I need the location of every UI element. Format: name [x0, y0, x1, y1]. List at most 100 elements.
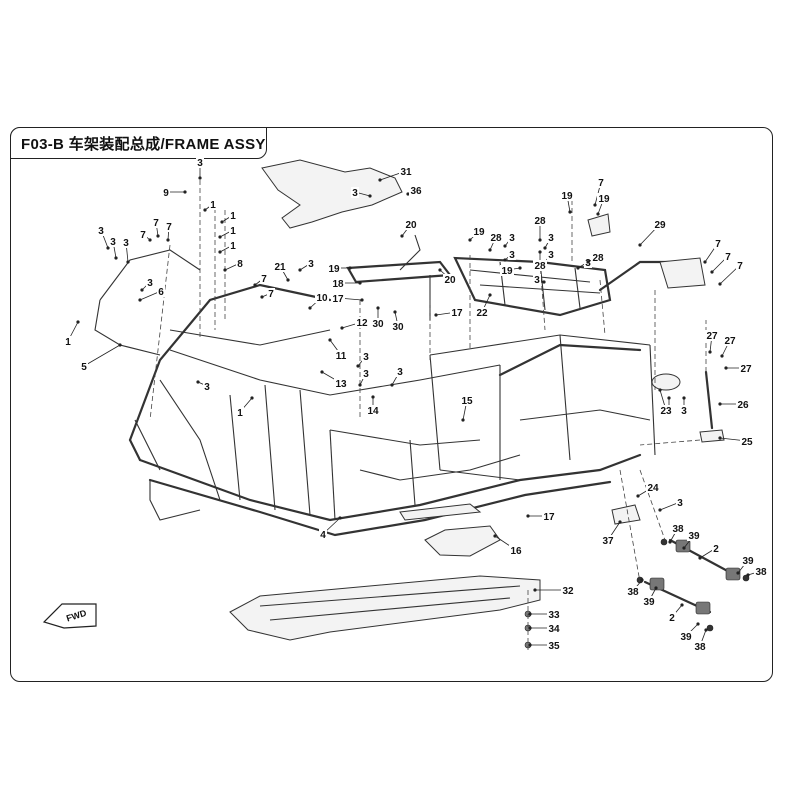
callout-target-dot — [682, 396, 686, 400]
callout-label: 3 — [509, 233, 515, 244]
callout-target-dot — [618, 520, 622, 524]
callout-label-bg — [533, 274, 541, 285]
callout-label-bg — [489, 232, 503, 243]
callout-target-dot — [640, 578, 644, 582]
callout-c3i: 3 — [390, 366, 404, 387]
callout-label: 3 — [197, 158, 203, 169]
callout-label-bg — [597, 177, 605, 188]
callout-label-bg — [327, 263, 341, 274]
callout-label-bg — [399, 166, 413, 177]
callout-target-dot — [528, 612, 532, 616]
callout-label: 7 — [153, 218, 159, 229]
callout-label-bg — [460, 395, 474, 406]
side-bracket — [611, 504, 641, 525]
callout-target-dot — [360, 298, 364, 302]
callout-target-dot — [400, 234, 404, 238]
callout-label: 3 — [363, 369, 369, 380]
callout-label: 17 — [451, 308, 463, 319]
callout-target-dot — [250, 396, 254, 400]
callout-label: 3 — [534, 275, 540, 286]
callout-c28a: 28 — [488, 232, 503, 252]
callout-target-dot — [668, 540, 672, 544]
callout-label-bg — [646, 482, 660, 493]
callout-label: 3 — [509, 250, 515, 261]
callout-target-dot — [526, 514, 530, 518]
callout-target-dot — [166, 238, 170, 242]
callout-c7b: 7 — [152, 217, 160, 238]
callout-label: 36 — [410, 186, 422, 197]
callout-c38b: 38 — [746, 566, 768, 578]
callout-label: 39 — [742, 556, 754, 567]
callout-c3b: 3 — [97, 225, 110, 250]
callout-target-dot — [658, 388, 662, 392]
callout-c33: 33 — [528, 609, 561, 621]
callout-label-bg — [679, 631, 693, 642]
callout-c39d: 39 — [679, 622, 700, 643]
callout-label: 19 — [501, 266, 513, 277]
callout-leader — [83, 344, 121, 367]
callout-c11: 11 — [328, 338, 348, 362]
callout-c1e: 1 — [218, 240, 237, 254]
callout-label-bg — [236, 407, 244, 418]
callout-label: 33 — [548, 610, 560, 621]
callout-c19d: 19 — [560, 190, 574, 214]
callout-target-dot — [183, 190, 187, 194]
callout-target-dot — [286, 278, 290, 282]
callout-target-dot — [434, 313, 438, 317]
callout-target-dot — [368, 194, 372, 198]
callout-target-dot — [358, 281, 362, 285]
callout-target-dot — [718, 282, 722, 286]
callout-target-dot — [406, 192, 410, 196]
callout-target-dot — [198, 176, 202, 180]
callout-c17c: 17 — [526, 511, 556, 523]
callout-target-dot — [542, 280, 546, 284]
callout-label-bg — [724, 251, 732, 262]
callout-target-dot — [468, 238, 472, 242]
callout-target-dot — [260, 295, 264, 299]
callout-label-bg — [334, 350, 348, 361]
callout-c28b: 28 — [533, 215, 547, 242]
callout-label-bg — [542, 511, 556, 522]
callout-label: 31 — [400, 167, 412, 178]
callout-label: 3 — [352, 188, 358, 199]
callout-label-bg — [597, 193, 611, 204]
callout-target-dot — [340, 326, 344, 330]
callout-label-bg — [122, 237, 130, 248]
skid-plate — [229, 575, 541, 641]
callout-target-dot — [710, 270, 714, 274]
callout-c39b: 39 — [736, 555, 755, 575]
callout-label-bg — [391, 321, 405, 332]
upper-crossbar — [346, 260, 453, 284]
callout-label-bg — [723, 335, 737, 346]
callout-target-dot — [658, 508, 662, 512]
callout-label: 37 — [602, 536, 614, 547]
callout-label: 17 — [332, 294, 344, 305]
callout-label-bg — [260, 273, 268, 284]
callout-c3r: 3 — [680, 396, 688, 417]
callout-label-bg — [273, 261, 287, 272]
callout-label-bg — [676, 497, 684, 508]
callout-c3l: 3 — [503, 249, 516, 262]
callout-target-dot — [736, 571, 740, 575]
callout-c26: 26 — [718, 399, 750, 411]
callout-label-bg — [714, 238, 722, 249]
callout-label: 3 — [123, 238, 129, 249]
callout-target-dot — [148, 238, 152, 242]
callout-label: 7 — [737, 261, 743, 272]
callout-target-dot — [106, 246, 110, 250]
callout-target-dot — [140, 288, 144, 292]
callout-target-dot — [156, 234, 160, 238]
callout-c17a: 17 — [331, 293, 364, 305]
callout-label-bg — [409, 185, 423, 196]
rear-bushing — [651, 373, 681, 391]
callout-c7e: 7 — [260, 288, 275, 300]
callout-target-dot — [358, 383, 362, 387]
callout-label: 22 — [476, 308, 488, 319]
callout-label-bg — [229, 225, 237, 236]
callout-label-bg — [319, 529, 327, 540]
callout-c28c: 28 — [533, 250, 547, 272]
callout-c30b: 30 — [391, 310, 405, 333]
callout-target-dot — [371, 395, 375, 399]
callout-label-bg — [355, 317, 369, 328]
